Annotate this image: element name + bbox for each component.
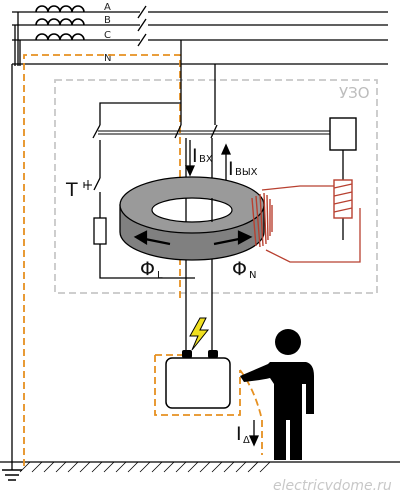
toroid [119, 176, 265, 261]
person-icon [240, 329, 314, 460]
trip-coil-turns [333, 183, 353, 213]
rcd-enclosure [54, 79, 378, 294]
load-appliance [165, 357, 231, 409]
phase-a-winding [35, 5, 85, 13]
current-in-sub: ВХ [199, 154, 213, 165]
breaker-tick-a [137, 5, 147, 19]
load-terminal-right [208, 350, 218, 358]
leak-current-arrow [248, 420, 260, 447]
ground-hatching [19, 461, 271, 473]
flux-right-sub: N [249, 270, 256, 281]
flux-left-label: Φ [140, 258, 155, 280]
flux-right-label: Φ [232, 258, 247, 280]
secondary-winding [251, 192, 273, 248]
test-button-label: T [65, 179, 78, 201]
rcd-label: УЗО [339, 84, 370, 102]
breaker-tick-c [137, 33, 147, 47]
phase-b-winding [35, 18, 85, 26]
current-out-arrow [220, 143, 232, 180]
phase-a-label: A [104, 2, 111, 13]
leak-current-label: I [236, 423, 242, 445]
current-out-sub: ВЫХ [235, 167, 258, 178]
leak-current-sub: Δ [243, 435, 250, 446]
test-resistor [93, 217, 107, 245]
trip-relay-box [329, 117, 357, 151]
rcd-feed-wires [180, 40, 216, 125]
test-circuit [93, 102, 195, 279]
watermark: electricvdome.ru [273, 478, 392, 494]
test-button-icon [83, 180, 92, 190]
phase-b-label: B [104, 15, 111, 26]
phase-c-winding [35, 33, 85, 41]
fault-lightning-icon [189, 317, 210, 351]
leak-path [23, 54, 263, 466]
phase-c-label: C [104, 30, 111, 41]
main-contacts [92, 124, 332, 139]
current-in-arrow [184, 140, 196, 177]
current-out-label: I [228, 158, 234, 180]
neutral-label: N [104, 53, 111, 64]
load-terminal-left [182, 350, 192, 358]
flux-arrows [133, 230, 253, 246]
coil-leads [261, 185, 361, 263]
breaker-tick-b [137, 18, 147, 32]
flux-left-sub: L [157, 270, 163, 281]
current-in-label: I [192, 145, 198, 167]
phase-lines [12, 5, 388, 66]
